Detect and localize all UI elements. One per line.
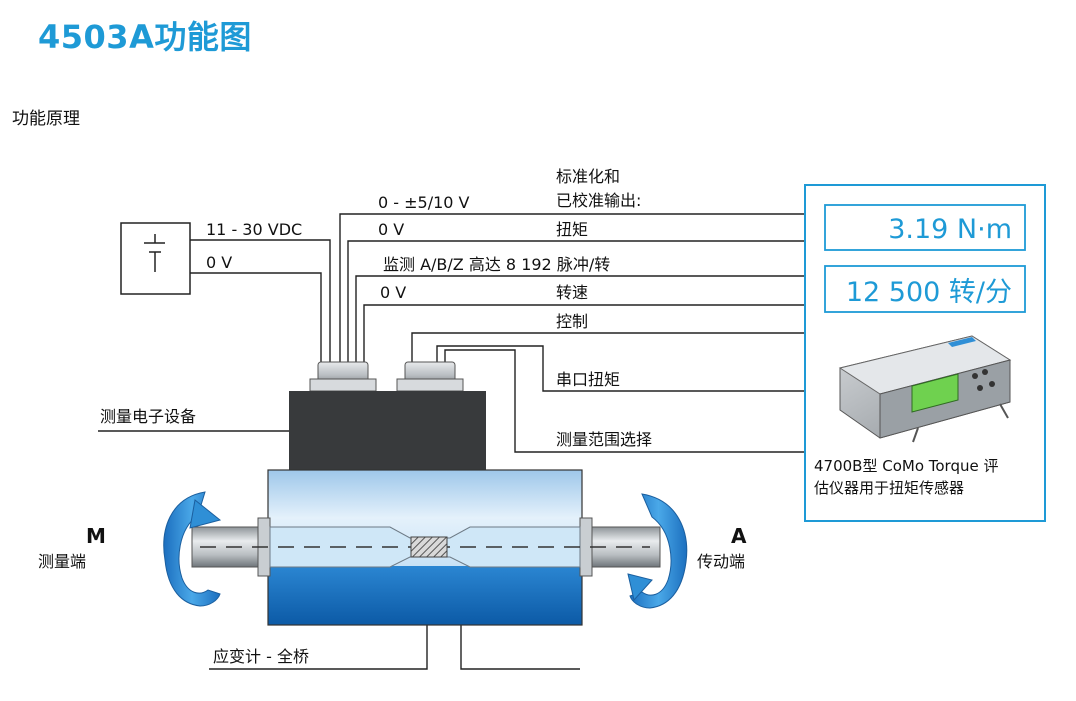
strain-gauge (410, 536, 448, 558)
rotation-arrow-left (163, 491, 222, 607)
wiring (98, 213, 805, 670)
evaluator-caption-line2: 估仪器用于扭矩传感器 (814, 479, 964, 497)
connector-right (396, 361, 464, 392)
label-range-select: 测量范围选择 (556, 430, 652, 449)
electronics-block (289, 391, 486, 471)
speed-display-value: 12 500 转/分 (846, 277, 1012, 308)
torque-display-value: 3.19 N·m (888, 214, 1012, 245)
page-title: 4503A功能图 (38, 18, 252, 56)
label-voltage-range: 0 - ±5/10 V (378, 193, 470, 212)
label-speed: 转速 (556, 283, 588, 302)
label-standardized-output-line2: 已校准输出: (556, 191, 641, 210)
power-supply-box (120, 222, 191, 295)
label-control: 控制 (556, 312, 588, 331)
rotation-arrow-right (627, 493, 688, 609)
section-subtitle: 功能原理 (12, 109, 80, 129)
connector-left (309, 361, 377, 392)
evaluator-caption-line1: 4700B型 CoMo Torque 评 (814, 457, 999, 475)
label-zero-v-supply: 0 V (206, 253, 232, 272)
label-zero-v-torque: 0 V (378, 220, 404, 239)
label-side-a: A (731, 524, 747, 548)
evaluator-device-illustration (838, 335, 1012, 443)
label-monitor-pulses: 监测 A/B/Z 高达 8 192 脉冲/转 (383, 255, 610, 274)
label-side-a-desc: 传动端 (697, 552, 745, 571)
label-supply-voltage: 11 - 30 VDC (206, 220, 302, 239)
label-standardized-output-line1: 标准化和 (556, 167, 620, 186)
label-side-m: M (86, 524, 106, 548)
label-strain-gauge: 应变计 - 全桥 (213, 647, 309, 666)
speed-display (824, 265, 1026, 313)
label-zero-v-speed: 0 V (380, 283, 406, 302)
label-serial-torque: 串口扭矩 (556, 370, 620, 389)
label-side-m-desc: 测量端 (38, 552, 86, 571)
label-measuring-electronics: 测量电子设备 (100, 407, 196, 426)
torque-display (824, 204, 1026, 251)
label-torque: 扭矩 (556, 220, 588, 239)
